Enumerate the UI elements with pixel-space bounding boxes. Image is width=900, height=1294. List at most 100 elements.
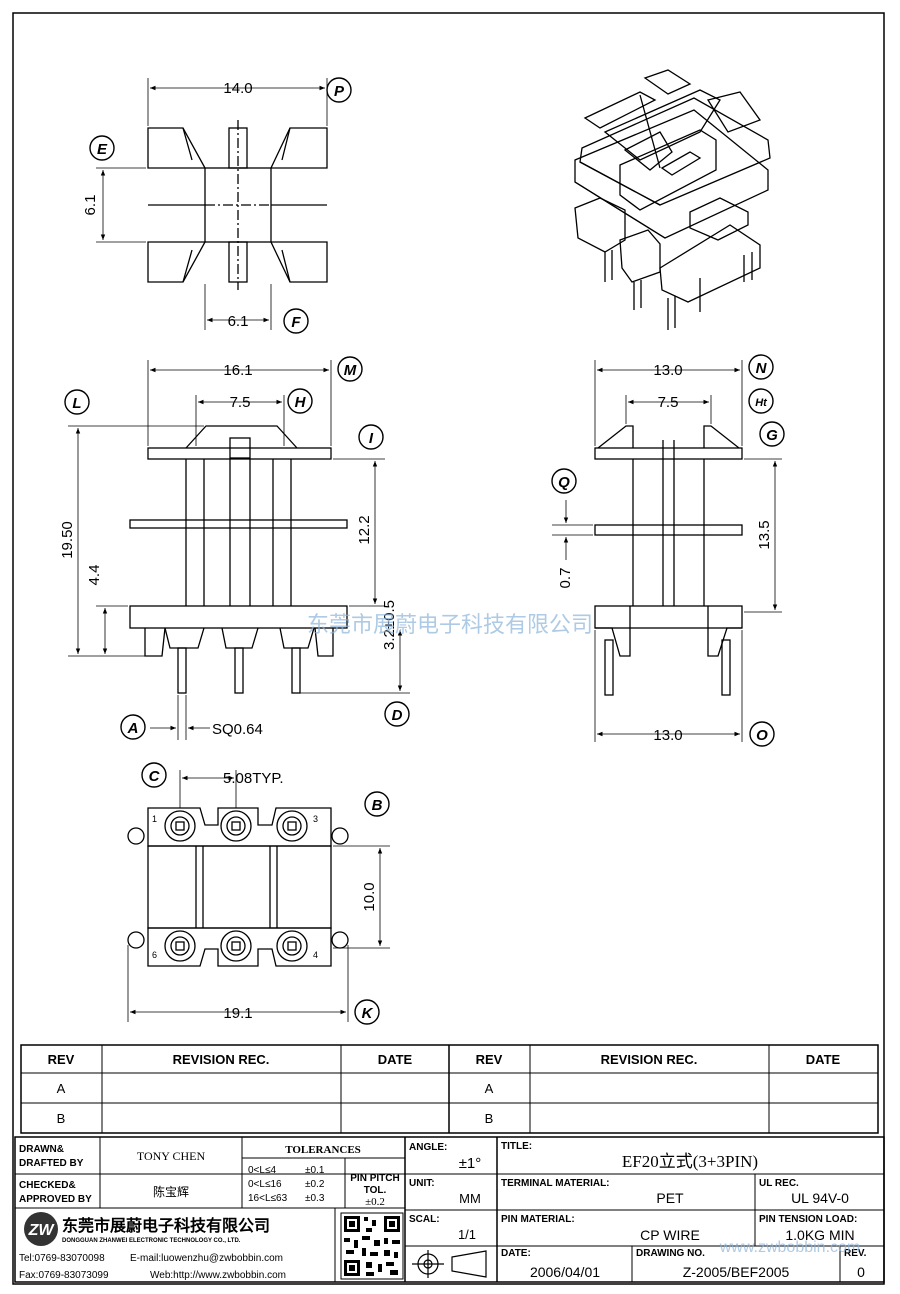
tol-value-1: ±0.1 xyxy=(305,1165,325,1176)
pin-material-label: PIN MATERIAL: xyxy=(501,1214,575,1225)
dim-front-inner: 7.5 xyxy=(230,394,251,411)
callout-n: N xyxy=(748,354,774,380)
callout-q: Q xyxy=(551,468,577,494)
svg-text:N: N xyxy=(756,360,768,377)
tol-range-2: 0<L≤16 xyxy=(248,1179,282,1190)
callout-ht: Ht xyxy=(748,388,774,414)
rev-label: REV. xyxy=(844,1248,867,1259)
drawing-no-label: DRAWING NO. xyxy=(636,1248,705,1259)
drawing-title: EF20立式(3+3PIN) xyxy=(622,1152,758,1171)
dim-top-inner: 6.1 xyxy=(228,313,249,330)
dim-side-flange: 0.7 xyxy=(557,568,574,589)
pin-number-1: 1 xyxy=(152,814,157,824)
checked-value: 陈宝辉 xyxy=(153,1184,189,1199)
dim-side-height: 13.5 xyxy=(756,520,773,549)
svg-text:K: K xyxy=(362,1005,374,1022)
unit-value: MM xyxy=(459,1191,481,1206)
rev-header-date-1: DATE xyxy=(378,1052,413,1067)
callout-m: M xyxy=(337,356,363,382)
svg-text:A: A xyxy=(127,720,139,737)
rev-header-rev-1: REV xyxy=(48,1052,75,1067)
callout-b: B xyxy=(364,791,390,817)
svg-text:P: P xyxy=(334,83,345,100)
tol-range-1: 0<L≤4 xyxy=(248,1165,276,1176)
dim-front-height: 19.50 xyxy=(59,521,76,559)
callout-f: F xyxy=(283,308,309,334)
rev-row-b-right: B xyxy=(485,1111,494,1126)
dim-front-width: 16.1 xyxy=(223,362,252,379)
title-block: DRAWN& DRAFTED BY CHECKED& APPROVED BY T… xyxy=(14,1136,885,1283)
drawn-label-line2: DRAFTED BY xyxy=(19,1158,84,1169)
revision-table: REV REVISION REC. DATE REV REVISION REC.… xyxy=(20,1044,879,1134)
title-label: TITLE: xyxy=(501,1141,532,1152)
svg-text:Q: Q xyxy=(558,474,570,491)
dim-side-bottom-width: 13.0 xyxy=(653,727,682,744)
company-logo: ZW xyxy=(24,1212,58,1246)
dim-front-base: 4.4 xyxy=(86,565,103,586)
dim-pin-sq: SQ0.64 xyxy=(212,721,263,738)
company-email: E-mail:luowenzhu@zwbobbin.com xyxy=(130,1253,283,1264)
ul-label: UL REC. xyxy=(759,1178,799,1189)
callout-i: I xyxy=(358,424,384,450)
drawn-label-line1: DRAWN& xyxy=(19,1144,64,1155)
svg-text:M: M xyxy=(344,362,357,379)
qr-code xyxy=(340,1212,404,1280)
pin-tension-label: PIN TENSION LOAD: xyxy=(759,1214,857,1225)
date-label: DATE: xyxy=(501,1248,531,1259)
callouts: P E F M L H I A D N Ht G Q O C B K xyxy=(64,77,785,1025)
pin-tension-value: 1.0KG MIN xyxy=(785,1227,854,1243)
rev-header-rec-1: REVISION REC. xyxy=(173,1052,270,1067)
pin-material-value: CP WIRE xyxy=(640,1227,700,1243)
logo-icon: ZW xyxy=(28,1222,56,1239)
company-name-cn: 东莞市展蔚电子科技有限公司 xyxy=(62,1216,270,1235)
rev-row-b-left: B xyxy=(57,1111,66,1126)
dim-side-width: 13.0 xyxy=(653,362,682,379)
callout-e: E xyxy=(89,135,115,161)
dim-side-inner: 7.5 xyxy=(658,394,679,411)
svg-text:E: E xyxy=(97,141,108,158)
drawn-value: TONY CHEN xyxy=(137,1149,206,1163)
drawing-number-value: Z-2005/BEF2005 xyxy=(683,1264,790,1280)
watermark-company: 东莞市展蔚电子科技有限公司 xyxy=(307,612,593,637)
rev-header-rev-2: REV xyxy=(476,1052,503,1067)
callout-o: O xyxy=(749,721,775,747)
checked-label-line1: CHECKED& xyxy=(19,1180,76,1191)
dimension-labels: 14.0 6.1 6.1 16.1 7.5 19.50 4.4 12.2 3.2… xyxy=(59,80,773,1022)
dim-bottom-height: 10.0 xyxy=(361,882,378,911)
company-name-en: DONGGUAN ZHANWEI ELECTRONIC TECHNOLOGY C… xyxy=(62,1238,241,1244)
tol-value-2: ±0.2 xyxy=(305,1179,325,1190)
scale-label: SCAL: xyxy=(409,1214,440,1225)
pin-pitch-label-line2: TOL. xyxy=(364,1185,387,1196)
front-view xyxy=(68,360,410,740)
dim-top-height: 6.1 xyxy=(82,195,99,216)
side-view xyxy=(552,360,782,742)
svg-text:F: F xyxy=(291,314,301,331)
svg-text:G: G xyxy=(766,427,778,444)
rev-header-date-2: DATE xyxy=(806,1052,841,1067)
svg-text:L: L xyxy=(72,395,81,412)
pin-number-4: 4 xyxy=(313,950,318,960)
projection-symbol-icon xyxy=(412,1250,487,1278)
top-view xyxy=(96,78,328,330)
svg-text:C: C xyxy=(149,768,161,785)
tolerances-label: TOLERANCES xyxy=(285,1144,361,1156)
terminal-label: TERMINAL MATERIAL: xyxy=(501,1178,610,1189)
rev-row-a-right: A xyxy=(485,1081,494,1096)
callout-p: P xyxy=(326,77,352,103)
dim-bottom-width: 19.1 xyxy=(223,1005,252,1022)
pin-pitch-value: ±0.2 xyxy=(365,1196,385,1208)
checked-label-line2: APPROVED BY xyxy=(19,1194,92,1205)
company-tel: Tel:0769-83070098 xyxy=(19,1253,105,1264)
callout-a: A xyxy=(120,714,146,740)
callout-c: C xyxy=(141,762,167,788)
tol-range-3: 16<L≤63 xyxy=(248,1193,288,1204)
tol-value-3: ±0.3 xyxy=(305,1193,325,1204)
watermark-url: www.zwbobbin.com xyxy=(719,1239,861,1256)
bottom-view xyxy=(127,770,390,1022)
callout-k: K xyxy=(354,999,380,1025)
dim-top-width: 14.0 xyxy=(223,80,252,97)
callout-d: D xyxy=(384,701,410,727)
company-web: Web:http://www.zwbobbin.com xyxy=(150,1270,286,1281)
dim-front-pin: 3.2±0.5 xyxy=(381,600,398,650)
